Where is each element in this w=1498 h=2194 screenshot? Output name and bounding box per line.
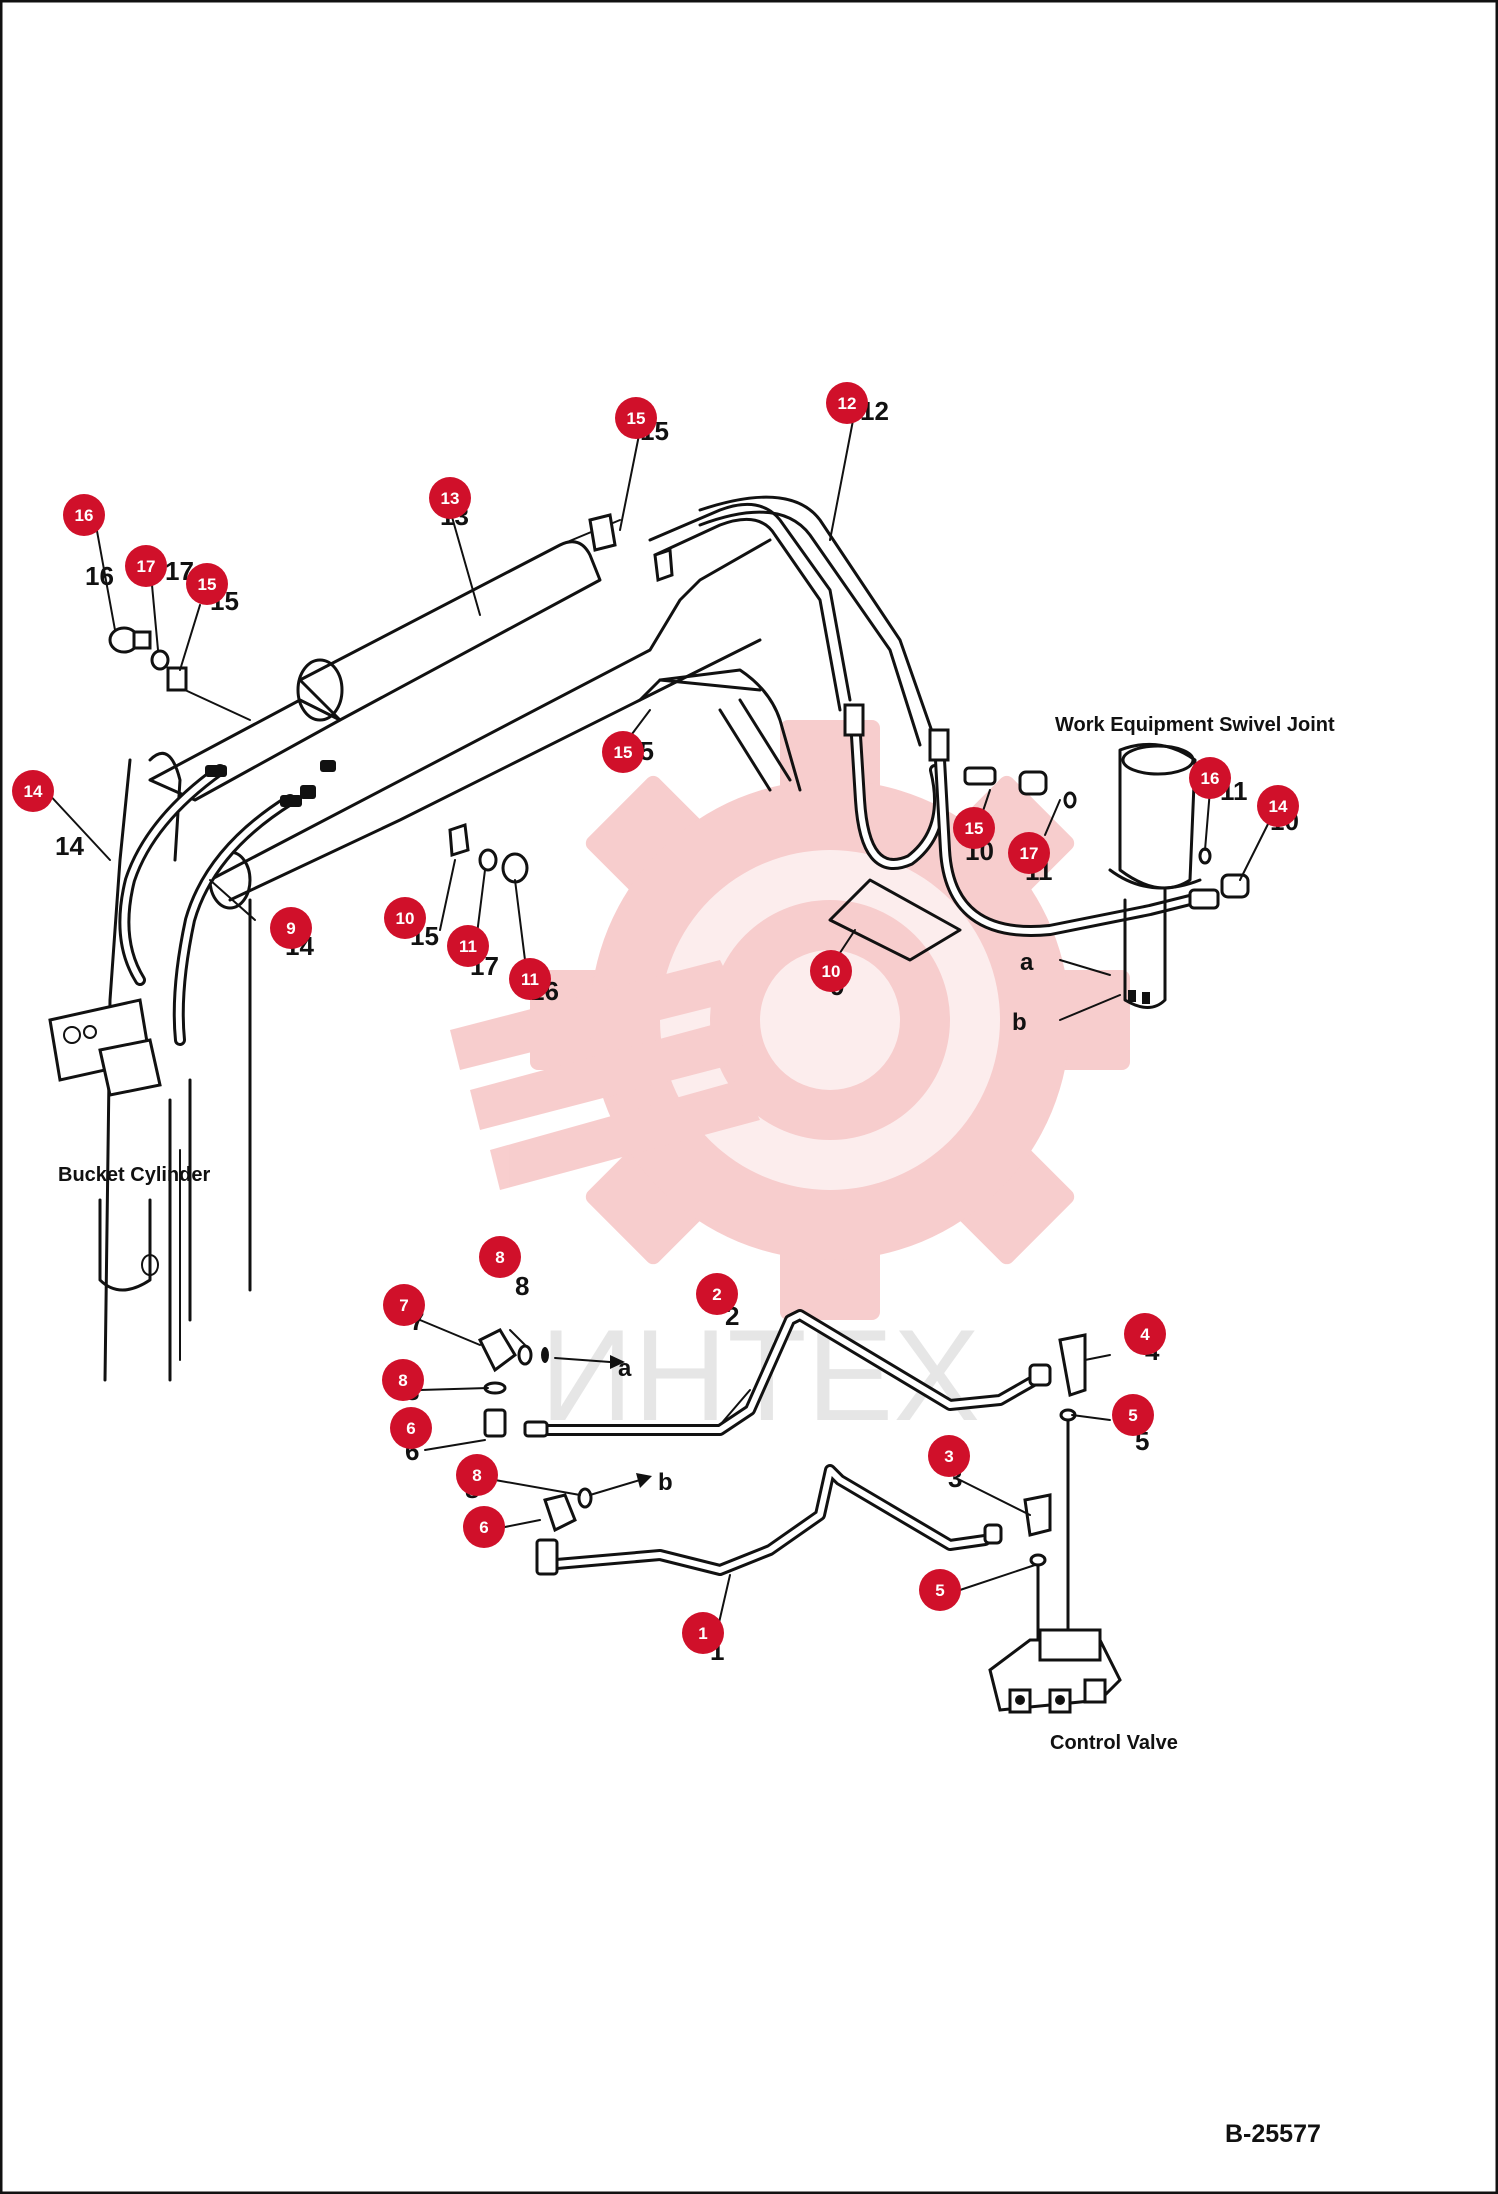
callout-badge-10: 10: [384, 897, 426, 939]
callout-badge-13: 13: [429, 477, 471, 519]
callout-number: 4: [1140, 1325, 1150, 1344]
swivel-joint-label: Work Equipment Swivel Joint: [1055, 714, 1335, 736]
watermark-gear-logo: [450, 720, 1130, 1320]
callout-badge-14: 14: [1257, 785, 1299, 827]
callout-number: 17: [1020, 844, 1039, 863]
callout-badge-8: 8: [479, 1236, 521, 1278]
callout-badge-5: 5: [1112, 1394, 1154, 1436]
callout-badge-17: 17: [125, 545, 167, 587]
callout-number: 13: [441, 489, 460, 508]
callout-number: 2: [712, 1285, 721, 1304]
callout-number: 5: [935, 1581, 944, 1600]
callout-badge-15: 15: [953, 807, 995, 849]
callout-number: 15: [198, 575, 217, 594]
callout-number: 15: [614, 743, 633, 762]
callout-number: 11: [521, 970, 539, 989]
boom-arm-assembly: [48, 495, 937, 1382]
svg-text:16: 16: [85, 561, 114, 591]
callout-number: 3: [944, 1447, 953, 1466]
svg-text:8: 8: [515, 1271, 529, 1301]
callout-badge-6: 6: [463, 1506, 505, 1548]
hose-assembly-9: [828, 703, 1196, 962]
callout-number: 14: [24, 782, 43, 801]
callout-badge-14: 14: [12, 770, 54, 812]
callout-number: 11: [459, 937, 477, 956]
ref-b-lower: b: [658, 1469, 673, 1496]
drawing-number: B-25577: [1225, 2120, 1321, 2148]
callout-number: 5: [1128, 1406, 1137, 1425]
callout-badge-15: 15: [602, 731, 644, 773]
callout-badge-6: 6: [390, 1407, 432, 1449]
callout-badge-3: 3: [928, 1435, 970, 1477]
callout-badge-16: 16: [1189, 757, 1231, 799]
leader-lines: [44, 409, 1271, 1641]
callout-badge-9: 9: [270, 907, 312, 949]
callout-number: 17: [137, 557, 156, 576]
callout-number: 10: [822, 962, 841, 981]
callout-number: 8: [398, 1371, 407, 1390]
callout-badge-15: 15: [186, 563, 228, 605]
ref-a-lower: a: [618, 1355, 632, 1382]
callout-number: 6: [479, 1518, 488, 1537]
callout-number: 15: [627, 409, 646, 428]
callout-number: 15: [965, 819, 984, 838]
callout-badge-7: 7: [383, 1284, 425, 1326]
control-valve-label: Control Valve: [1050, 1732, 1178, 1754]
callout-number: 12: [838, 394, 857, 413]
callout-number: 14: [1269, 797, 1288, 816]
callout-number: 16: [75, 506, 94, 525]
callout-badge-5: 5: [919, 1569, 961, 1611]
callout-badge-12: 12: [826, 382, 868, 424]
callout-number: 1: [698, 1624, 707, 1643]
callout-number: 10: [396, 909, 415, 928]
callout-badge-2: 2: [696, 1273, 738, 1315]
callout-badge-15: 15: [615, 397, 657, 439]
callout-badge-1: 1: [682, 1612, 724, 1654]
callout-number: 7: [399, 1296, 408, 1315]
callout-badge-4: 4: [1124, 1313, 1166, 1355]
callout-badge-8: 8: [456, 1454, 498, 1496]
work-equipment-swivel-joint: [963, 742, 1250, 1009]
callout-number: 6: [406, 1419, 415, 1438]
callout-badge-16: 16: [63, 494, 105, 536]
callout-number: 9: [286, 919, 295, 938]
bucket-cylinder-label: Bucket Cylinder: [58, 1164, 210, 1186]
svg-text:14: 14: [55, 831, 84, 861]
callout-badge-17: 17: [1008, 832, 1050, 874]
callout-number: 16: [1201, 769, 1220, 788]
callout-number: 8: [495, 1248, 504, 1267]
lower-piping-assembly: [477, 1309, 1122, 1714]
callout-number: 8: [472, 1466, 481, 1485]
ref-a-upper: a: [1020, 949, 1034, 976]
callout-badge-11: 11: [447, 925, 489, 967]
callout-badge-8: 8: [382, 1359, 424, 1401]
callout-badge-11: 11: [509, 958, 551, 1000]
callout-badge-10: 10: [810, 950, 852, 992]
clamp-fittings-top-left: [108, 626, 188, 692]
ref-b-upper: b: [1012, 1009, 1027, 1036]
